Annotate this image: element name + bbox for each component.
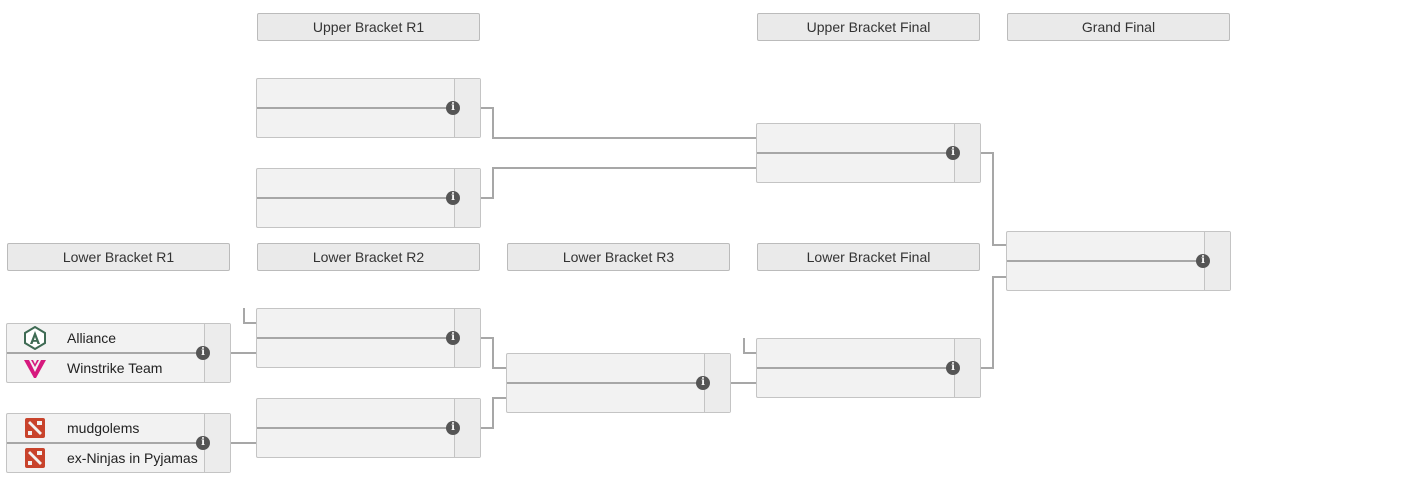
match-ub-r1-2: i xyxy=(256,168,481,228)
info-icon[interactable]: i xyxy=(446,421,460,435)
team-name: ex-Ninjas in Pyjamas xyxy=(67,450,198,466)
info-icon[interactable]: i xyxy=(446,331,460,345)
header-lower-bracket-r1: Lower Bracket R1 xyxy=(7,243,230,271)
info-icon[interactable]: i xyxy=(196,346,210,360)
match-lb-r1-2: mudgolems ex-Ninjas in Pyjamas i xyxy=(6,413,231,473)
header-lower-bracket-r2: Lower Bracket R2 xyxy=(257,243,480,271)
header-grand-final: Grand Final xyxy=(1007,13,1230,41)
match-grand-final: i xyxy=(1006,231,1231,291)
info-icon[interactable]: i xyxy=(946,146,960,160)
team-row[interactable]: Winstrike Team xyxy=(7,354,205,383)
match-lb-final: i xyxy=(756,338,981,398)
info-icon[interactable]: i xyxy=(946,361,960,375)
match-lb-r1-1: Alliance Winstrike Team i xyxy=(6,323,231,383)
header-lower-bracket-final: Lower Bracket Final xyxy=(757,243,980,271)
alliance-logo xyxy=(24,326,46,350)
dota2-logo xyxy=(25,448,45,468)
header-lower-bracket-r3: Lower Bracket R3 xyxy=(507,243,730,271)
team-row[interactable]: ex-Ninjas in Pyjamas xyxy=(7,444,205,473)
match-ub-final: i xyxy=(756,123,981,183)
info-icon[interactable]: i xyxy=(446,101,460,115)
winstrike-logo xyxy=(24,360,46,378)
info-icon[interactable]: i xyxy=(696,376,710,390)
header-upper-bracket-final: Upper Bracket Final xyxy=(757,13,980,41)
team-name: Alliance xyxy=(67,330,117,346)
team-row[interactable]: Alliance xyxy=(7,324,205,353)
team-row[interactable]: mudgolems xyxy=(7,414,205,443)
match-lb-r3: i xyxy=(506,353,731,413)
team-name: Winstrike Team xyxy=(67,360,163,376)
match-lb-r2-2: i xyxy=(256,398,481,458)
match-lb-r2-1: i xyxy=(256,308,481,368)
info-icon[interactable]: i xyxy=(446,191,460,205)
info-icon[interactable]: i xyxy=(196,436,210,450)
dota2-logo xyxy=(25,418,45,438)
info-icon[interactable]: i xyxy=(1196,254,1210,268)
team-name: mudgolems xyxy=(67,420,140,436)
match-ub-r1-1: i xyxy=(256,78,481,138)
header-upper-bracket-r1: Upper Bracket R1 xyxy=(257,13,480,41)
